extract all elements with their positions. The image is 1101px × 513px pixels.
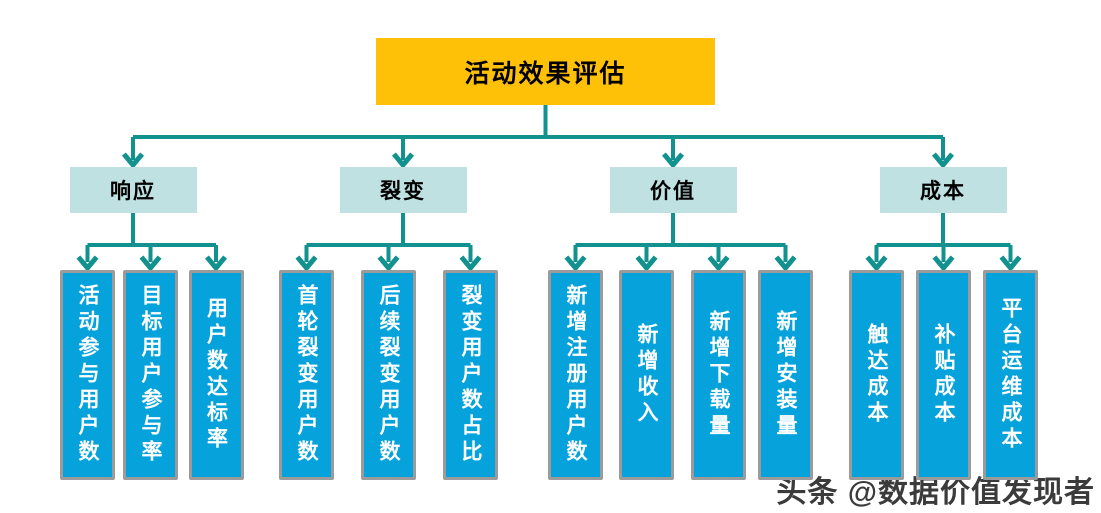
watermark: 头条 @数据价值发现者: [776, 476, 1095, 509]
leaf-node-label: 后续裂变用户数: [377, 284, 400, 466]
leaf-node-label: 首轮裂变用户数: [295, 284, 318, 466]
leaf-node-label: 平台运维成本: [999, 297, 1022, 453]
branch-node-label: 成本: [920, 180, 966, 203]
branch-node: 响应: [69, 167, 197, 213]
root-node: 活动效果评估: [376, 38, 715, 105]
leaf-node: 补贴成本: [916, 270, 971, 480]
leaf-node-label: 新增安装量: [774, 310, 797, 440]
leaf-node-label: 补贴成本: [932, 323, 955, 427]
leaf-node-label: 新增注册用户数: [564, 284, 587, 466]
leaf-node-label: 裂变用户数占比: [459, 284, 482, 466]
arrowhead-path: [76, 152, 1022, 272]
leaf-node: 裂变用户数占比: [443, 270, 498, 480]
leaf-node-label: 用户数达标率: [204, 297, 228, 453]
leaf-node: 新增安装量: [758, 270, 813, 480]
leaf-node: 目标用户参与率: [123, 270, 178, 480]
leaf-node: 新增收入: [619, 270, 674, 480]
branch-node: 价值: [609, 167, 737, 213]
branch-node: 裂变: [339, 167, 467, 213]
leaf-node: 首轮裂变用户数: [279, 270, 334, 480]
leaf-node: 新增注册用户数: [548, 270, 603, 480]
leaf-node: 触达成本: [849, 270, 904, 480]
leaf-node: 新增下载量: [691, 270, 746, 480]
leaf-node-label: 新增收入: [635, 323, 658, 427]
leaf-node-label: 触达成本: [865, 323, 888, 427]
leaf-node: 后续裂变用户数: [361, 270, 416, 480]
branch-node-label: 裂变: [380, 180, 426, 203]
leaf-node-label: 活动参与用户数: [76, 284, 99, 466]
leaf-node: 活动参与用户数: [60, 270, 115, 480]
connector-path: [85, 105, 1013, 262]
branch-node-label: 价值: [650, 180, 696, 203]
branch-node-label: 响应: [110, 180, 156, 203]
branch-node: 成本: [879, 167, 1007, 213]
leaf-node-label: 目标用户参与率: [139, 284, 162, 466]
root-node-label: 活动效果评估: [464, 59, 627, 88]
leaf-node: 平台运维成本: [983, 270, 1038, 480]
leaf-node: 用户数达标率: [188, 270, 244, 480]
leaf-node-label: 新增下载量: [707, 310, 730, 440]
